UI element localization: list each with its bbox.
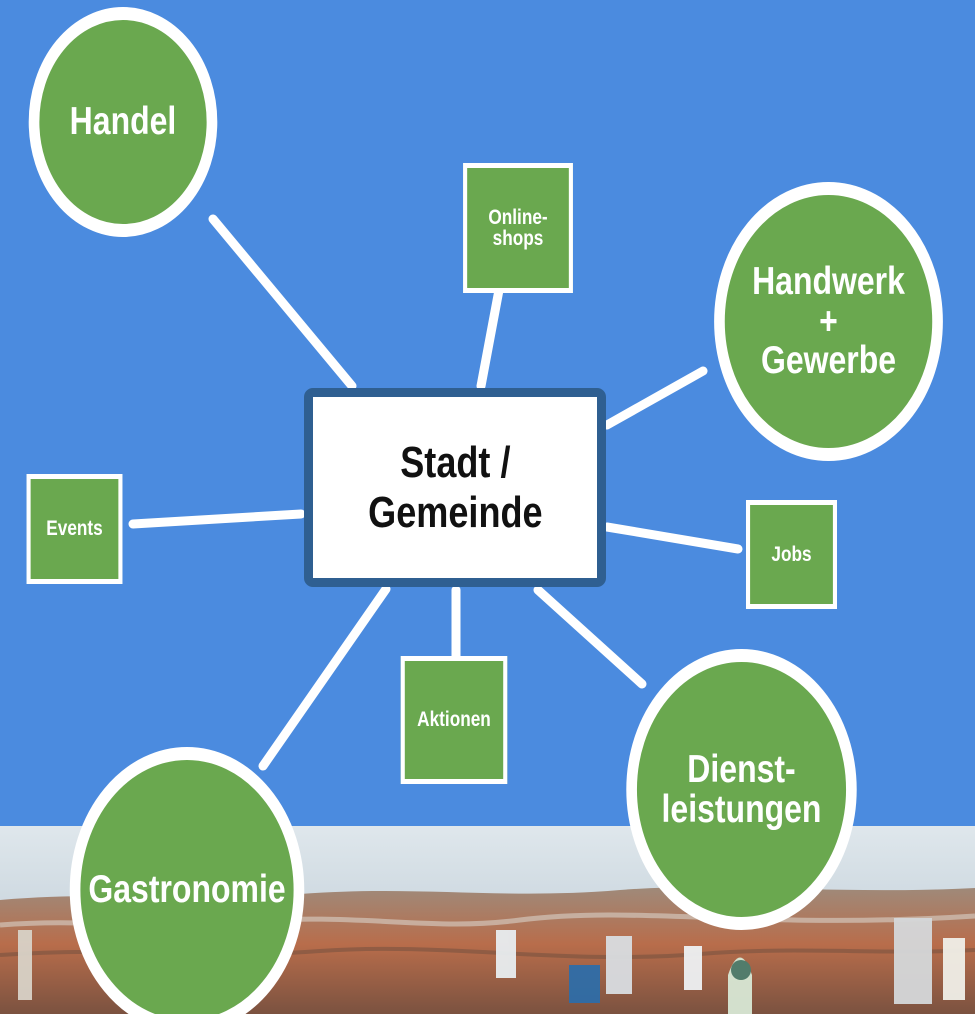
circle-label-dienstleistungen: Dienst- leistungen	[661, 747, 822, 831]
square-node-aktionen: Aktionen	[400, 656, 508, 784]
circle-label-handwerk: Handwerk + Gewerbe	[752, 259, 905, 383]
square-node-jobs: Jobs	[745, 500, 838, 609]
square-label-jobs: Jobs	[771, 542, 812, 566]
connector-jobs	[602, 522, 743, 554]
square-label-aktionen: Aktionen	[417, 708, 491, 732]
square-label-onlineshops: Online- shops	[488, 205, 548, 250]
connector-events	[128, 509, 306, 529]
circle-label-gastronomie: Gastronomie	[88, 868, 286, 912]
square-label-events: Events	[46, 517, 103, 541]
square-node-onlineshops: Online- shops	[463, 163, 573, 293]
circle-node-handwerk: Handwerk + Gewerbe	[714, 182, 943, 461]
circle-node-gastronomie: Gastronomie	[69, 747, 305, 1014]
connector-onlineshops	[476, 285, 504, 391]
connector-handel	[208, 214, 357, 391]
circle-node-dienstleistungen: Dienst- leistungen	[626, 649, 857, 930]
connector-handwerk	[602, 366, 708, 430]
connector-dienstleistungen	[533, 585, 647, 689]
circle-node-handel: Handel	[28, 7, 218, 237]
center-label: Stadt / Gemeinde	[367, 438, 543, 537]
circle-label-handel: Handel	[69, 100, 177, 144]
center-node-stadt-gemeinde: Stadt / Gemeinde	[304, 388, 606, 587]
square-node-events: Events	[26, 474, 123, 584]
connector-gastronomie	[258, 584, 391, 771]
